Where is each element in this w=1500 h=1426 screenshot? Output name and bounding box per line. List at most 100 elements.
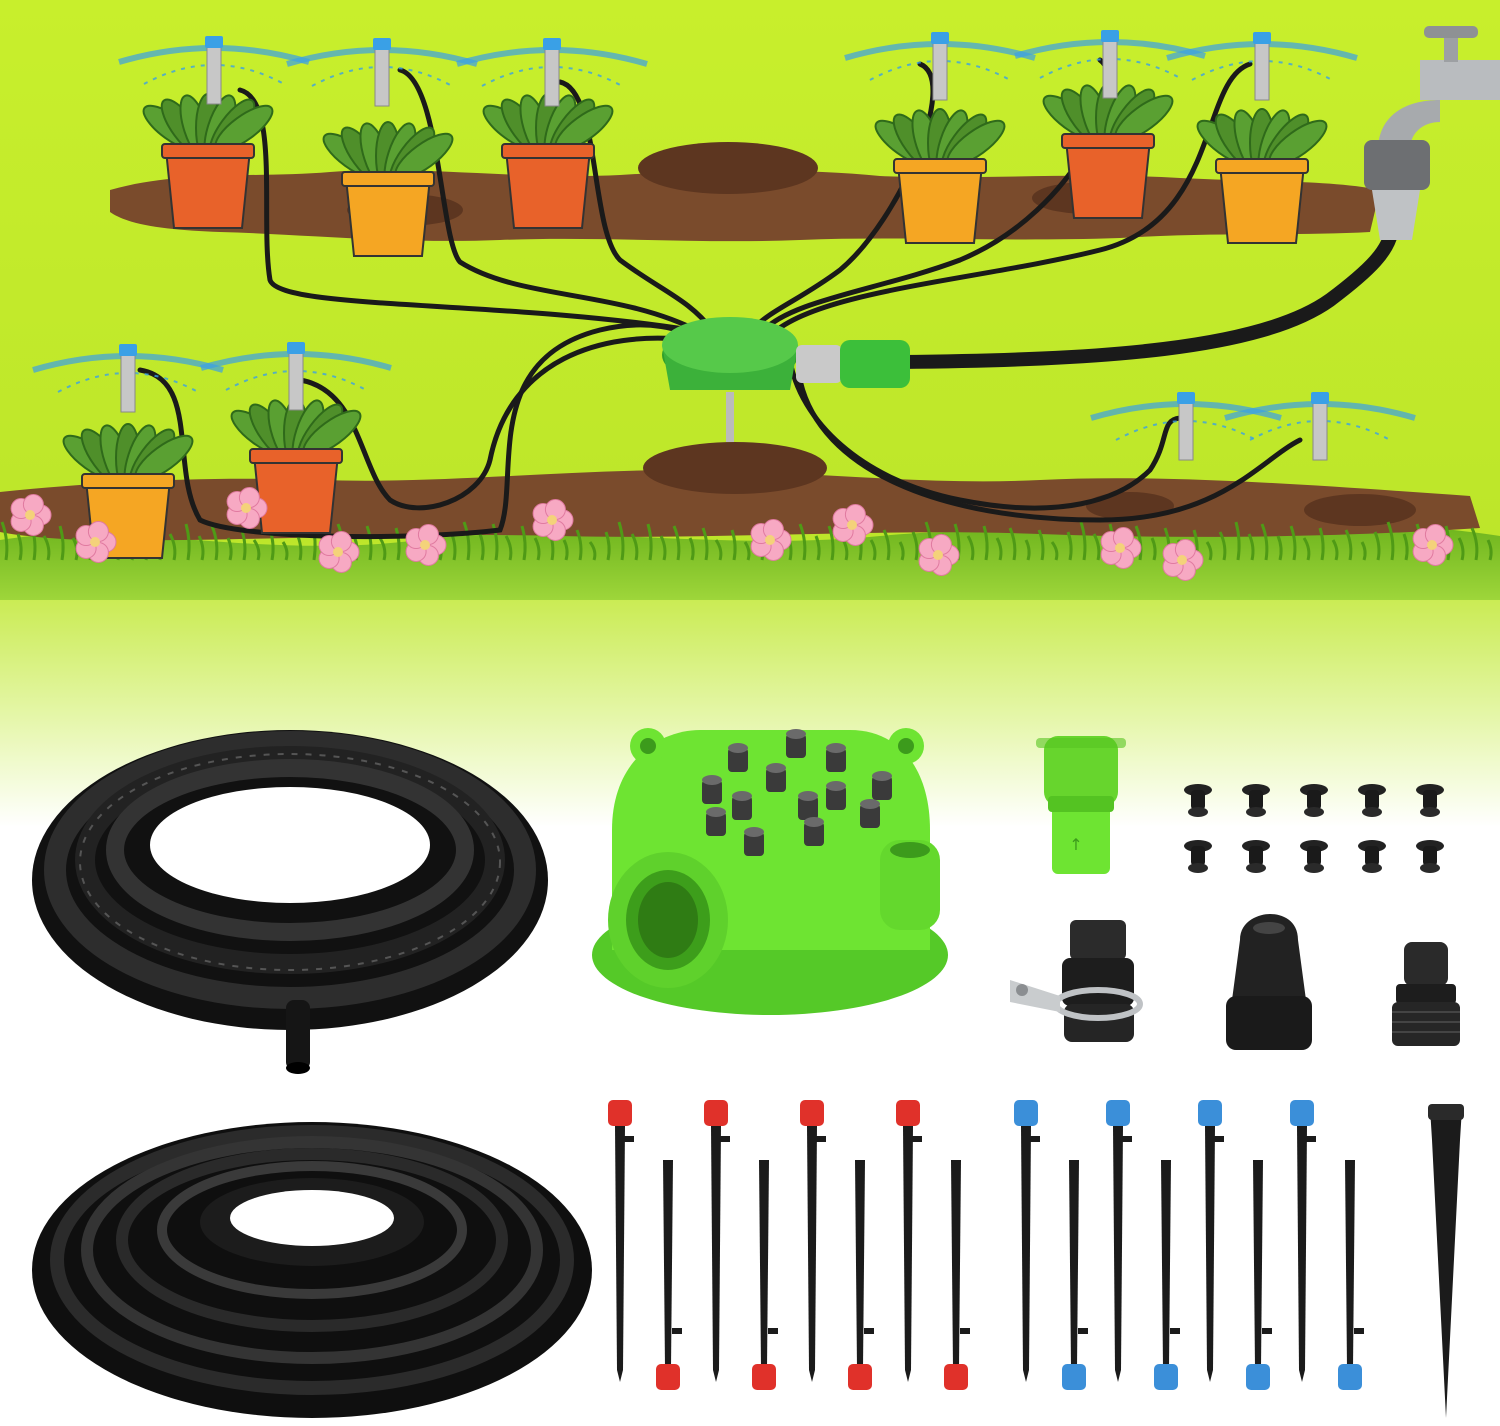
- potted-plant: [482, 93, 614, 229]
- grass-blade: [197, 535, 205, 561]
- sprayer-stem: [206, 43, 222, 105]
- grass-blade: [659, 535, 667, 561]
- illustration-manifold: [662, 317, 910, 442]
- potted-plant: [322, 121, 454, 257]
- sprinkler-stakes: [608, 1100, 1364, 1390]
- plug-stem: [1249, 846, 1263, 866]
- illustration-sprayers: [32, 30, 1416, 461]
- grass-blade: [226, 537, 233, 561]
- sprayer-cap: [205, 36, 223, 48]
- stake-spike: [1253, 1160, 1263, 1380]
- grass-blade: [562, 539, 569, 561]
- grass-blade: [1079, 521, 1087, 561]
- manifold-port: [826, 781, 846, 810]
- port-tip: [706, 807, 726, 817]
- stake-nozzle: [816, 1136, 826, 1142]
- sprayer-stem: [120, 351, 136, 413]
- flower: [1412, 524, 1454, 566]
- sprayer: [456, 38, 648, 107]
- grass-blade: [1234, 521, 1241, 561]
- port-body: [706, 812, 726, 836]
- sprayer-cap: [1311, 392, 1329, 404]
- grass-blade: [730, 529, 737, 561]
- stake-nozzle: [1170, 1328, 1180, 1334]
- sprayer: [32, 344, 224, 413]
- sprayer-stem: [1178, 399, 1194, 461]
- grass-blade: [1344, 529, 1353, 561]
- grass-blade: [995, 537, 1003, 561]
- pot-rim: [161, 143, 255, 159]
- grass-blade: [827, 525, 835, 561]
- pot: [896, 164, 984, 244]
- stake-cap: [944, 1364, 968, 1390]
- grass-blade: [1360, 541, 1367, 561]
- grass-blade: [520, 525, 527, 561]
- flower-center: [547, 515, 557, 525]
- port-body: [702, 780, 722, 804]
- stake-nozzle: [720, 1136, 730, 1142]
- port-tip: [798, 791, 818, 801]
- sprinkler-stake: [896, 1100, 922, 1382]
- grass-blade: [646, 523, 653, 561]
- goof-plugs: [1184, 784, 1444, 873]
- grass-blade: [168, 533, 177, 561]
- stake-nozzle: [960, 1328, 970, 1334]
- sprayer: [200, 342, 392, 411]
- plug-stem: [1307, 846, 1321, 866]
- sprayer-stem: [1102, 37, 1118, 99]
- grass-blade: [1276, 535, 1283, 561]
- flower: [1100, 527, 1142, 569]
- manifold-port: [744, 827, 764, 856]
- stake-nozzle: [1306, 1136, 1316, 1142]
- green-distribution-manifold: [592, 728, 948, 1015]
- port-tip: [872, 771, 892, 781]
- manifold-port: [860, 799, 880, 828]
- stake-spike: [1297, 1126, 1307, 1382]
- grass-blade: [869, 539, 877, 561]
- port-body: [728, 748, 748, 772]
- manifold-port: [728, 743, 748, 772]
- grass-blade: [798, 523, 807, 561]
- pink-flowers: [10, 487, 1454, 581]
- stake-nozzle: [864, 1328, 874, 1334]
- grass-blade: [1331, 539, 1339, 561]
- grass-blade: [966, 535, 975, 561]
- manifold-port: [766, 763, 786, 792]
- garden-faucet: [1364, 26, 1500, 240]
- pot: [1218, 164, 1306, 244]
- stake-cap: [1106, 1100, 1130, 1126]
- green-quick-connector: ↑: [1036, 736, 1126, 874]
- manifold-port: [702, 775, 722, 804]
- plug-stem: [1249, 790, 1263, 810]
- sprinkler-stake: [1154, 1160, 1180, 1390]
- quarter-inch-hose-coil: [32, 730, 548, 1074]
- flower: [75, 521, 117, 563]
- flower: [918, 534, 960, 576]
- micro-tubing-coil: [32, 1122, 592, 1418]
- sprinkler-stake: [800, 1100, 826, 1382]
- threaded-adapter: [1392, 942, 1460, 1046]
- sprinkler-stake: [944, 1160, 970, 1390]
- stake-spike: [1205, 1126, 1215, 1382]
- stake-spike: [903, 1126, 913, 1382]
- port-tip: [728, 743, 748, 753]
- flower: [226, 487, 268, 529]
- grass-blade: [1373, 531, 1381, 561]
- potted-plant: [230, 398, 362, 534]
- soil-mound: [643, 442, 827, 494]
- flower-center: [333, 547, 343, 557]
- grass-blade: [1050, 541, 1059, 561]
- sprayer-cap: [1177, 392, 1195, 404]
- pot: [252, 454, 340, 534]
- flower-center: [933, 550, 943, 560]
- goof-plug: [1242, 840, 1270, 873]
- sprayer-cap: [1101, 30, 1119, 42]
- plug-base: [1246, 807, 1266, 817]
- sprayer-cap: [543, 38, 561, 50]
- port-tip: [786, 729, 806, 739]
- sprinkler-stake: [656, 1160, 682, 1390]
- manifold-port: [706, 807, 726, 836]
- port-body: [872, 776, 892, 800]
- grass-blade: [462, 521, 471, 561]
